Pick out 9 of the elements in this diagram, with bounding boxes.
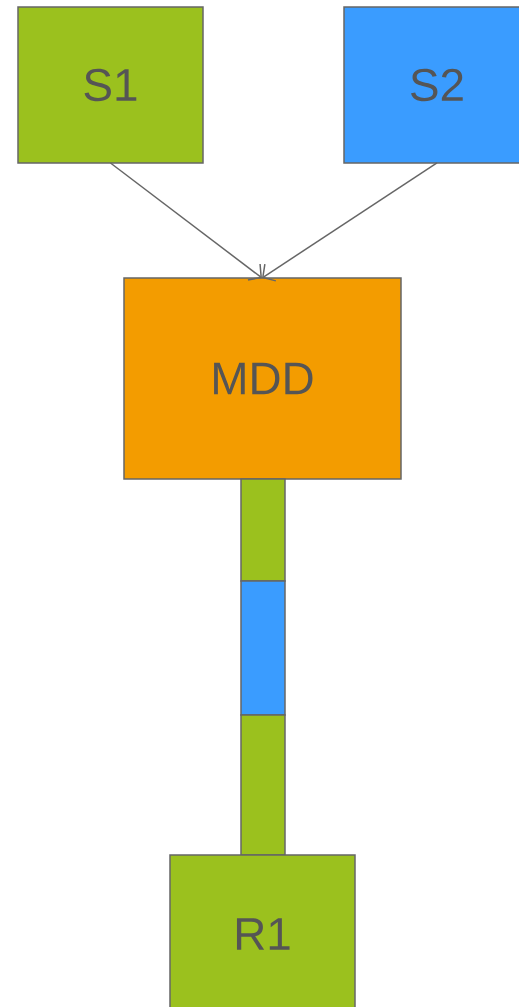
source-box: S2 (343, 6, 519, 164)
stream-segment (240, 478, 286, 582)
arrow (109, 162, 262, 281)
stream-segment (240, 580, 286, 716)
stream-segment (240, 714, 286, 856)
source-box: S1 (17, 6, 204, 164)
arrow (262, 162, 438, 282)
receiver-box: R1 (169, 854, 356, 1007)
process-box: MDD (123, 277, 402, 480)
